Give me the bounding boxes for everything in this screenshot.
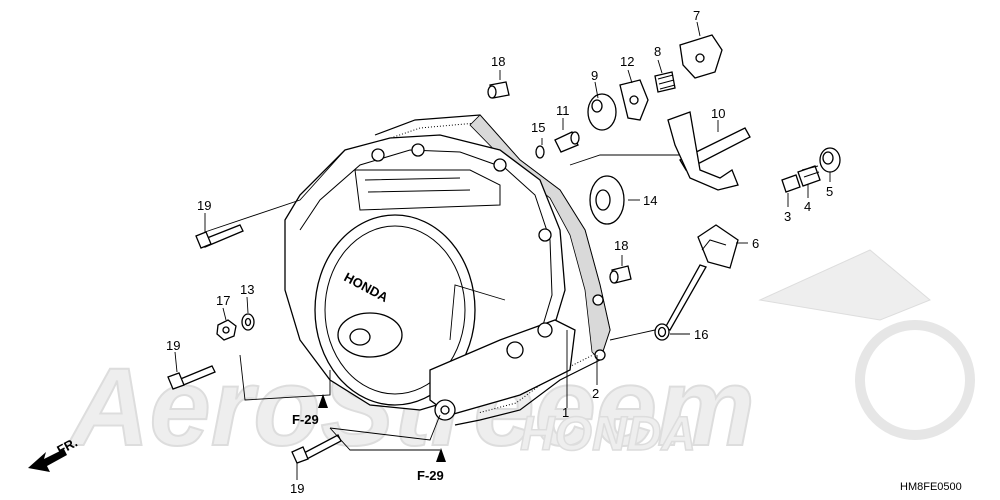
callout-19-upper: 19 [197, 198, 211, 213]
callout-8: 8 [654, 44, 661, 59]
switch-11 [554, 131, 580, 153]
callout-15: 15 [531, 120, 545, 135]
bolt-19-upper [195, 224, 244, 249]
callout-19-middle: 19 [166, 338, 180, 353]
nut-17 [216, 319, 237, 341]
callout-2: 2 [592, 386, 599, 401]
dowel-pin-18-upper [487, 81, 510, 99]
callout-6: 6 [752, 236, 759, 251]
diagram-code: HM8FE0500 [900, 481, 962, 493]
callout-11: 11 [556, 103, 570, 118]
bolt-19-lower [291, 434, 342, 464]
plate-12 [619, 79, 649, 121]
callout-10: 10 [711, 106, 725, 121]
spring-4 [797, 165, 821, 187]
watermark-wheel-icon [855, 320, 975, 440]
spring-8 [654, 71, 676, 93]
callout-4: 4 [804, 199, 811, 214]
bolt-19-middle [167, 365, 216, 390]
callout-14: 14 [643, 193, 657, 208]
watermark-sub: HONDA [520, 408, 696, 461]
ref-arrow-upper-icon [318, 394, 328, 408]
drum-9 [587, 93, 617, 131]
callout-17: 17 [216, 293, 230, 308]
dowel-pin-18-lower [609, 265, 632, 284]
bearing-14 [589, 175, 625, 225]
ref-arrow-lower-icon [436, 448, 446, 462]
callout-9: 9 [591, 68, 598, 83]
stopper-7 [679, 34, 723, 79]
callout-3: 3 [784, 209, 791, 224]
callout-7: 7 [693, 8, 700, 23]
callout-18-upper: 18 [491, 54, 505, 69]
shaft-10 [667, 111, 751, 191]
callout-16: 16 [694, 327, 708, 342]
callout-1: 1 [562, 405, 569, 420]
bolt-3 [781, 174, 801, 193]
ref-f29-upper: F-29 [292, 412, 319, 427]
callout-12: 12 [620, 54, 634, 69]
callout-5: 5 [826, 184, 833, 199]
crankcase-cover: HONDA [284, 134, 606, 421]
callout-19-lower: 19 [290, 481, 304, 496]
washer-13 [241, 313, 255, 331]
callout-18-lower: 18 [614, 238, 628, 253]
arrow-left-icon [28, 449, 67, 472]
cap-5 [819, 147, 841, 173]
callout-13: 13 [240, 282, 254, 297]
leader-lines [174, 21, 831, 480]
callouts: 1 2 3 4 5 6 7 8 9 10 11 12 13 14 15 16 1… [166, 8, 833, 496]
ref-f29-lower: F-29 [417, 468, 444, 483]
o-ring-16 [654, 323, 670, 341]
washer-15 [535, 145, 545, 159]
dipstick-6 [664, 224, 739, 331]
watermark-bike-icon [758, 249, 931, 321]
